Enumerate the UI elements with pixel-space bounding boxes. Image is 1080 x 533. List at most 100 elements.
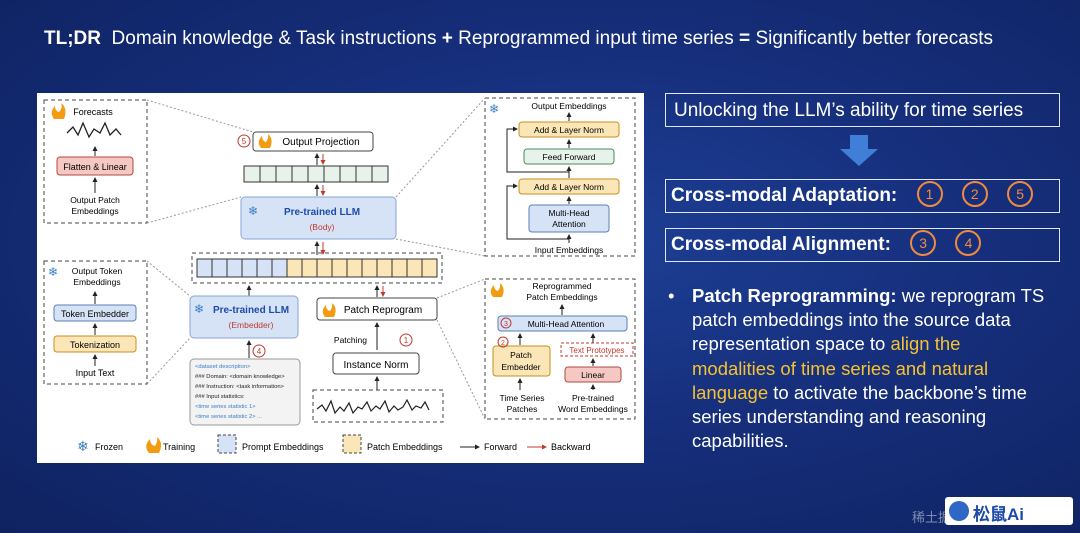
flatten-linear-box — [56, 156, 134, 176]
watermark-logo: 松鼠Ai — [945, 497, 1073, 525]
prompt-line-2: ### Domain: <domain knowledge> — [195, 374, 285, 380]
pretrained-word-2: Word Embeddings — [558, 404, 628, 414]
input-embeddings-label: Input Embeddings — [535, 245, 604, 255]
tldr-heading: TL;DR Domain knowledge & Task instructio… — [44, 28, 993, 50]
add-norm-label-bottom: Add & Layer Norm — [534, 182, 604, 192]
snowflake-icon: ❄ — [489, 102, 499, 116]
adaptation-box: Cross-modal Adaptation: 1 2 5 — [665, 179, 1060, 213]
adaptation-label: Cross-modal Adaptation: — [671, 185, 898, 206]
tldr-eq: = — [739, 28, 751, 49]
ts-patches-2: Patches — [507, 404, 538, 414]
legend-frozen: Frozen — [95, 442, 123, 452]
legend-backward: Backward — [551, 442, 591, 452]
unlock-title: Unlocking the LLM’s ability for time ser… — [674, 100, 1024, 121]
patch-embedder-box — [492, 345, 551, 377]
alignment-num-2: 4 — [955, 230, 982, 256]
text-prototypes-box — [560, 342, 634, 357]
text-prototypes-label: Text Prototypes — [569, 346, 624, 355]
svg-text:❄: ❄ — [194, 302, 204, 316]
prompt-line-1: <dataset description> — [195, 364, 251, 370]
patching-label: Patching — [334, 335, 367, 345]
reprog-text-2: to activate the backbone’s time series u… — [692, 381, 1027, 452]
patch-embedder-label-2: Embedder — [501, 362, 540, 372]
output-patch-emb-2: Embeddings — [71, 206, 118, 216]
snowflake-icon: ❄ — [194, 302, 204, 316]
pretrained-word-1: Pre-trained — [572, 393, 614, 403]
ts-patches-1: Time Series — [499, 393, 544, 403]
legend-prompt-emb: Prompt Embeddings — [242, 442, 324, 452]
reprogrammed-patch-2: Patch Embeddings — [526, 292, 597, 302]
legend-patch-emb: Patch Embeddings — [367, 442, 443, 452]
prompt-line-6: <time series statistic 2> ... — [195, 414, 262, 420]
output-embedding-row — [243, 165, 389, 183]
tokenization-box — [53, 335, 137, 353]
tldr-part1: Domain knowledge & Task instructions — [111, 28, 437, 49]
input-text-label: Input Text — [76, 368, 115, 378]
snowflake-icon: ❄ — [48, 265, 58, 279]
llm-embedder-title: Pre-trained LLM — [213, 305, 289, 316]
marker-2: 2 — [501, 340, 505, 347]
feed-forward-label: Feed Forward — [543, 152, 596, 162]
prompt-line-5: <time series statistic 1> — [195, 404, 256, 410]
feed-forward-box — [523, 148, 615, 165]
logo-icon — [949, 501, 969, 521]
combined-embedding-row — [196, 258, 438, 278]
llm-body-title: Pre-trained LLM — [284, 207, 360, 218]
output-token-emb-1: Output Token — [72, 266, 123, 276]
output-token-emb-2: Embeddings — [73, 277, 120, 287]
tldr-part2: Reprogrammed input time series — [458, 28, 734, 49]
marker-1: 1 — [404, 336, 409, 345]
prompt-box — [189, 358, 301, 426]
bullet-mark: • — [668, 285, 675, 306]
flatten-linear-label: Flatten & Linear — [63, 162, 127, 172]
add-norm-label-top: Add & Layer Norm — [534, 125, 604, 135]
patch-reprogramming-bullet: • Patch Reprogramming: we reprogram TS p… — [668, 284, 1048, 453]
svg-text:❄: ❄ — [489, 102, 499, 116]
forecasts-label: Forecasts — [73, 107, 113, 117]
output-projection-box — [252, 131, 374, 152]
instance-norm-label: Instance Norm — [343, 360, 408, 371]
token-embedder-box — [53, 304, 137, 322]
patch-embedder-label-1: Patch — [510, 350, 532, 360]
alignment-label: Cross-modal Alignment: — [671, 234, 891, 255]
fire-icon — [51, 103, 66, 119]
svg-text:❄: ❄ — [248, 204, 258, 218]
tldr-label: TL;DR — [44, 28, 101, 49]
prompt-line-3: ### Instruction: <task information> — [195, 384, 285, 390]
output-projection-label: Output Projection — [282, 137, 359, 148]
llm-embedder-box — [189, 295, 299, 339]
fire-icon — [490, 283, 504, 297]
multi-head-label-1: Multi-Head — [548, 208, 589, 218]
snowflake-icon: ❄ — [248, 204, 258, 218]
reprogrammed-patch-1: Reprogrammed — [532, 281, 591, 291]
reprog-bold: Patch Reprogramming: — [692, 285, 897, 306]
marker-4: 4 — [257, 347, 262, 356]
add-norm-box-top — [518, 121, 620, 138]
multi-head-box — [528, 204, 610, 233]
mha-3-box — [497, 315, 628, 332]
legend: ❄ Frozen Training Prompt Embeddings Patc… — [77, 434, 591, 454]
token-embedder-label: Token Embedder — [61, 309, 129, 319]
output-patch-emb-1: Output Patch — [70, 195, 120, 205]
architecture-diagram: Forecasts Flatten & Linear Output Patch … — [37, 93, 644, 463]
adaptation-num-1: 1 — [916, 181, 943, 207]
prompt-line-4: ### Input statistics: — [195, 394, 245, 400]
marker-5: 5 — [242, 137, 247, 146]
fire-icon — [258, 134, 272, 148]
linear-box — [564, 366, 622, 383]
llm-body-sub: (Body) — [309, 222, 334, 232]
tokenization-label: Tokenization — [70, 340, 120, 350]
fire-icon — [146, 437, 162, 453]
forecast-signal — [66, 121, 122, 139]
reprog-text-1: we reprogram TS patch embeddings into th… — [692, 285, 1045, 355]
svg-text:❄: ❄ — [77, 438, 89, 454]
llm-body-box — [240, 196, 397, 240]
adaptation-num-2: 2 — [961, 181, 988, 207]
adaptation-num-3: 5 — [1007, 181, 1034, 207]
alignment-box: Cross-modal Alignment: 3 4 — [665, 228, 1060, 262]
tldr-part3: Significantly better forecasts — [755, 28, 994, 49]
marker-3: 3 — [504, 321, 508, 328]
legend-training: Training — [163, 442, 195, 452]
llm-embedder-sub: (Embedder) — [229, 320, 274, 330]
input-time-series — [316, 398, 430, 415]
